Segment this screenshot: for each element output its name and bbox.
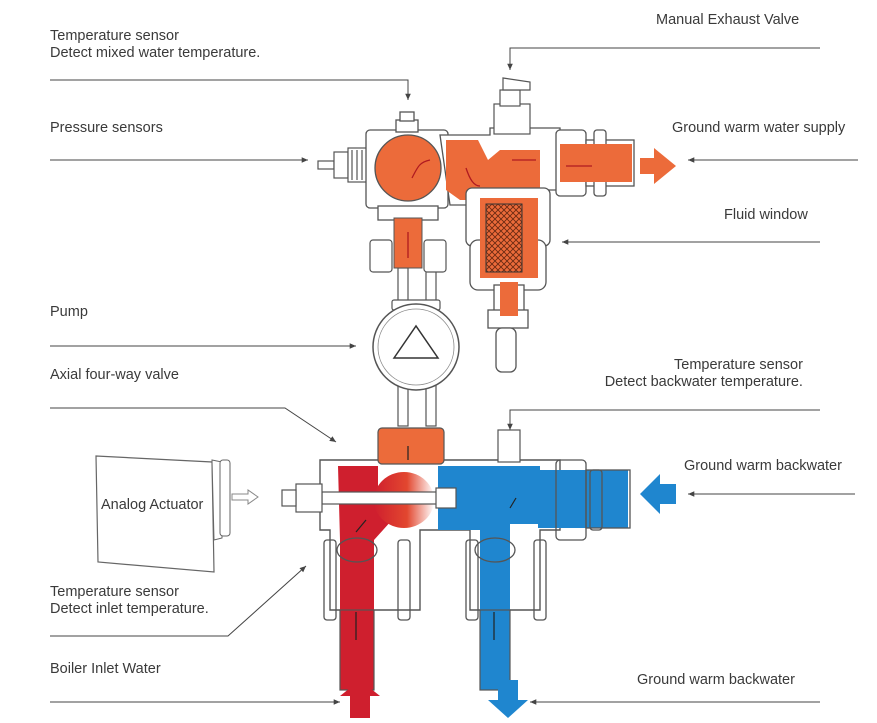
label-temp-sensor-mixed-line1: Temperature sensor (50, 28, 179, 44)
leader-temp-inlet (50, 565, 307, 637)
label-ground-warm-backwater-bottom: Ground warm backwater (637, 672, 795, 688)
manifold-nuts (323, 537, 547, 621)
leader-temp-back (507, 409, 820, 430)
label-temp-sensor-inlet-line1: Temperature sensor (50, 584, 179, 600)
analog-actuator (95, 455, 259, 573)
label-boiler-inlet-water: Boiler Inlet Water (50, 661, 161, 677)
exhaust-valve (493, 77, 531, 135)
filter-drain (500, 282, 518, 316)
label-temp-sensor-backwater-line1: Temperature sensor (674, 357, 803, 373)
cold-inlet-flow (538, 470, 628, 528)
backwater-fitting (555, 459, 631, 541)
label-temp-sensor-backwater-line2: Detect backwater temperature. (604, 374, 803, 390)
label-fluid-window: Fluid window (724, 207, 808, 223)
label-analog-actuator: Analog Actuator (101, 497, 204, 513)
lower-manifold (281, 427, 676, 718)
label-temp-sensor-mixed: Temperature sensor Detect mixed water te… (50, 28, 260, 62)
leader-temp-mixed (50, 79, 411, 100)
mixing-dome (377, 427, 445, 465)
upper-assembly (317, 77, 676, 373)
backwater-inlet-arrow (640, 474, 676, 514)
lower-flow-arrows (355, 446, 517, 640)
supply-outlet-flow (560, 144, 632, 182)
leader-exhaust (507, 47, 820, 70)
label-pressure-sensors: Pressure sensors (50, 120, 163, 136)
label-ground-warm-water-supply: Ground warm water supply (672, 120, 846, 136)
label-pump: Pump (50, 304, 88, 320)
pump-nut (369, 239, 447, 273)
boiler-inlet-arrow (340, 680, 380, 718)
label-temp-sensor-inlet: Temperature sensor Detect inlet temperat… (50, 584, 209, 618)
leader-lines (50, 47, 858, 705)
label-temp-sensor-mixed-line2: Detect mixed water temperature. (50, 45, 261, 61)
supply-arrow (640, 148, 676, 184)
backwater-sensor (497, 429, 521, 463)
pump-direction-icon (392, 324, 440, 359)
cold-channel (438, 466, 540, 690)
pump (372, 303, 460, 391)
pressure-sensor (317, 147, 369, 183)
label-temp-sensor-backwater: Temperature sensor Detect backwater temp… (605, 357, 803, 391)
hot-outlet (339, 609, 375, 691)
filter-mesh (485, 203, 523, 273)
valve-spindle (281, 483, 457, 513)
label-ground-warm-backwater-right: Ground warm backwater (684, 458, 842, 474)
label-manual-exhaust-valve: Manual Exhaust Valve (656, 12, 800, 28)
backwater-outlet-arrow (488, 680, 528, 718)
label-axial-four-way-valve: Axial four-way valve (50, 367, 179, 383)
label-temp-sensor-inlet-line2: Detect inlet temperature. (50, 601, 209, 617)
cold-outlet (479, 609, 511, 691)
supply-channel (446, 140, 540, 200)
leader-four-way (50, 407, 337, 443)
actuator-arrow-icon (231, 489, 259, 505)
upper-flow-arrows (407, 159, 592, 258)
sensor-chamber (374, 134, 442, 202)
